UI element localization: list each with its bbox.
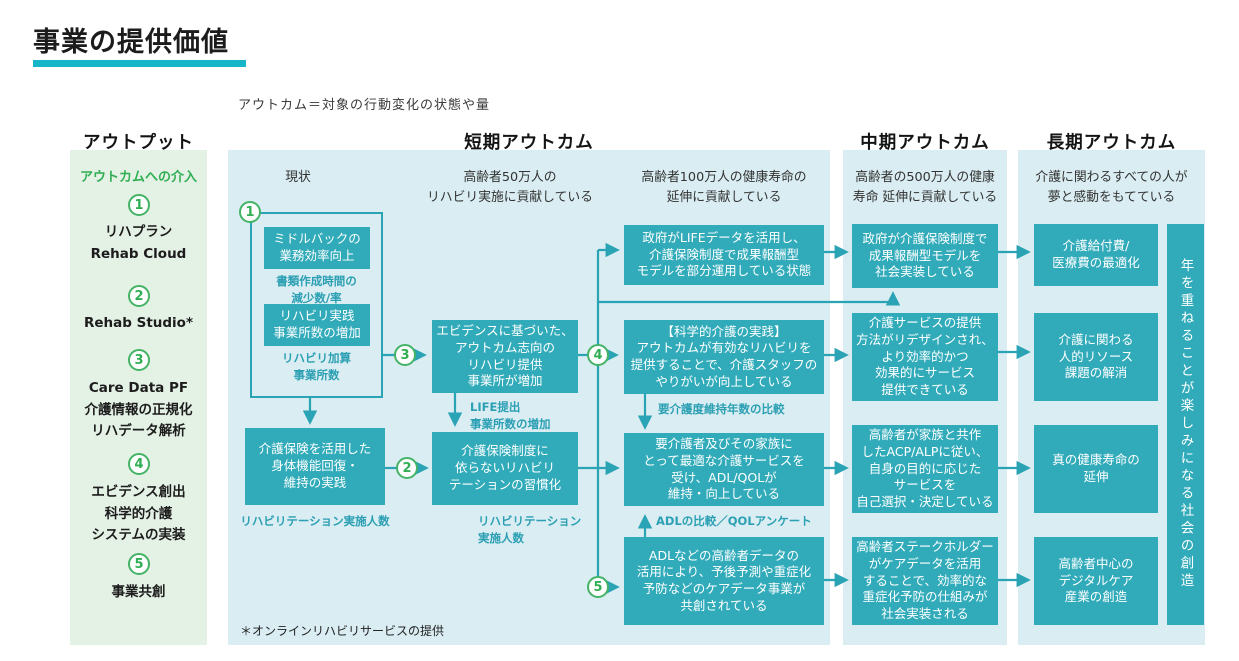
box-long-cost-optimization: 介護給付費/ 医療費の最適化 [1034,224,1158,286]
goal-mid-term: 高齢者の500万人の健康 寿命 延伸に貢献している [852,170,998,205]
flow-number-5: 5 [587,576,609,598]
title-underline [33,60,246,67]
output-number-3: 3 [128,349,150,371]
box-gov-life-data: 政府がLIFEデータを活用し、 介護保険制度で成果報酬型 モデルを部分運用してい… [624,225,824,285]
output-item-care-data-pf: Care Data PF 介護情報の正規化 リハデータ解析 [84,380,193,440]
metric-rehab-kasan: リハビリ加算 事業所数 [282,351,351,383]
output-intro-label: アウトカムへの介入 [79,170,197,185]
metric-document-time: 書類作成時間の 減少数/率 [276,274,357,306]
output-number-5: 5 [128,553,150,575]
column-header-short-term: 短期アウトカム [464,133,594,153]
vision-vertical-bar: 年を重ねることが楽しみになる社会の創造 [1167,224,1204,625]
goal-short-col3: 高齢者100万人の健康寿命の 延伸に貢献している [641,170,807,205]
box-kaigo-hoken-practice: 介護保険を活用した 身体機能回復・ 維持の実践 [245,428,385,505]
footnote-online-rehab: ＊オンラインリハビリサービスの提供 [240,624,445,638]
metric-rehab-participants-2: リハビリテーション 実施人数 [478,514,582,546]
box-care-data-cocreation: ADLなどの高齢者データの 活用により、予後予測や重症化 予防などのケアデータ事… [624,537,824,625]
outcome-definition-note: アウトカム＝対象の行動変化の状態や量 [238,98,491,113]
box-scientific-care: 【科学的介護の実践】 アウトカムが有効なリハビリを 提供することで、介護スタッフ… [624,320,824,394]
column-header-output: アウトプット [83,133,194,153]
metric-care-level-years: 要介護度維持年数の比較 [658,402,785,416]
flow-number-2: 2 [396,457,418,479]
box-adl-qol-improve: 要介護者及びその家族に とって最適な介護サービスを 受け、ADL/QOLが 維持… [624,433,824,506]
output-number-2: 2 [128,285,150,307]
metric-rehab-participants: リハビリテーション実施人数 [240,514,390,528]
metric-life-submission: LIFE提出 事業所数の増加 [470,400,551,432]
output-item-evidence: エビデンス創出 科学的介護 システムの実装 [91,484,186,544]
goal-current: 現状 [285,170,311,185]
box-long-hr-resolution: 介護に関わる 人的リソース 課題の解消 [1034,313,1158,401]
box-rehab-practice-sites: リハビリ実践 事業所数の増加 [264,304,370,346]
page-title: 事業の提供価値 [33,27,229,58]
output-number-1: 1 [128,194,150,216]
box-evidence-outcome-sites: エビデンスに基づいた、 アウトカム志向の リハビリ提供 事業所が増加 [432,320,578,393]
current-state-group-box [250,212,383,398]
output-item-rehaplan: リハプラン Rehab Cloud [90,224,187,262]
flow-number-4: 4 [587,344,609,366]
goal-short-col2: 高齢者50万人の リハビリ実施に貢献している [427,170,593,205]
metric-adl-qol-survey: ADLの比較／QOLアンケート [656,514,812,528]
output-item-rehab-studio: Rehab Studio* [83,315,194,331]
box-mid-gov-implementation: 政府が介護保険制度で 成果報酬型モデルを 社会実装している [852,224,998,288]
output-number-4: 4 [128,453,150,475]
goal-long-term: 介護に関わるすべての人が 夢と感動をもてている [1035,170,1188,205]
output-item-cocreation: 事業共創 [111,584,166,600]
box-long-healthy-lifespan: 真の健康寿命の 延伸 [1034,425,1158,513]
flow-number-3: 3 [394,344,416,366]
box-rehab-habit: 介護保険制度に 依らないリハビリ テーションの習慣化 [432,432,578,505]
flow-number-1: 1 [239,201,261,223]
column-header-long-term: 長期アウトカム [1046,133,1177,153]
column-header-mid-term: 中期アウトカム [860,133,990,153]
box-mid-service-redesign: 介護サービスの提供 方法がリデザインされ、 より効率的かつ 効果的にサービス 提… [852,313,998,401]
box-mid-acp-alp: 高齢者が家族と共作 したACP/ALPに従い、 自身の目的に応じた サービスを … [852,425,998,513]
box-middleback-efficiency: ミドルバックの 業務効率向上 [264,227,370,269]
box-long-digital-care-industry: 高齢者中心の デジタルケア 産業の創造 [1034,537,1158,625]
box-mid-stakeholder-data: 高齢者ステークホルダー がケアデータを活用 することで、効率的な 重症化予防の仕… [852,537,998,625]
